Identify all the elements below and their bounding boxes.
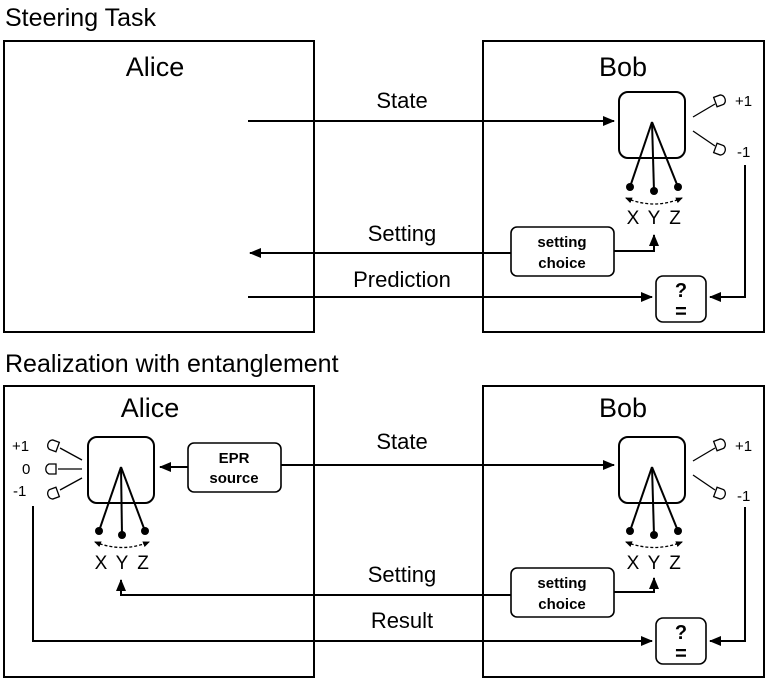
alice-axis-z-label: Z bbox=[137, 553, 149, 574]
comparison-equals: = bbox=[675, 301, 687, 323]
bob-outcome-minus-label: -1 bbox=[737, 488, 750, 505]
bob-detector-minus-wire bbox=[692, 474, 716, 491]
alice-outcome-zero-label: 0 bbox=[22, 461, 30, 478]
comparison-equals: = bbox=[675, 643, 687, 665]
alice-box bbox=[3, 40, 315, 333]
bob-detector-minus-icon bbox=[712, 142, 726, 156]
bob-outcome-plus-label: +1 bbox=[735, 93, 752, 110]
steering-task-panel: Steering Task Alice Bob State X Y Z + bbox=[3, 4, 765, 333]
bob-comparison-box bbox=[655, 275, 707, 323]
epr-source-line1: EPR bbox=[219, 450, 250, 467]
result-label: Result bbox=[371, 608, 433, 633]
bob-axis-y-label: Y bbox=[648, 208, 661, 229]
bob-detector-plus-wire bbox=[692, 103, 716, 118]
bob-setting-dot-x bbox=[626, 183, 634, 191]
bob-axis-x-label: X bbox=[627, 553, 640, 574]
bob-comparison-box bbox=[655, 617, 707, 665]
bob-axis-z-label: Z bbox=[669, 553, 681, 574]
bob-detector-minus-icon bbox=[712, 486, 726, 500]
setting-label: Setting bbox=[368, 221, 437, 246]
comparison-question-mark: ? bbox=[675, 622, 687, 644]
realization-title: Realization with entanglement bbox=[5, 350, 339, 378]
alice-setting-dot-z bbox=[141, 527, 149, 535]
alice-axis-y-label: Y bbox=[116, 553, 129, 574]
bob-detector-minus-wire bbox=[692, 130, 716, 147]
alice-box bbox=[3, 385, 315, 678]
epr-source-line2: source bbox=[209, 470, 258, 487]
alice-label: Alice bbox=[126, 52, 185, 82]
comparison-question-mark: ? bbox=[675, 280, 687, 302]
setting-arrow bbox=[116, 579, 511, 596]
bob-setting-dial bbox=[625, 197, 683, 205]
bob-setting-choice-line2: choice bbox=[538, 255, 586, 272]
alice-outcome-plus-label: +1 bbox=[12, 438, 29, 455]
bob-setting-dot-y bbox=[650, 187, 658, 195]
steering-task-title: Steering Task bbox=[5, 4, 157, 32]
bob-setting-dot-z bbox=[674, 183, 682, 191]
bob-measurement-needles bbox=[629, 121, 679, 192]
alice-detector-plus-icon bbox=[47, 439, 61, 453]
bob-box bbox=[482, 40, 765, 333]
bob-setting-choice-line2: choice bbox=[538, 596, 586, 613]
alice-setting-dial bbox=[94, 541, 150, 549]
setting-choice-to-device-arrow bbox=[614, 577, 659, 593]
bob-detector-plus-icon bbox=[712, 438, 726, 452]
alice-detector-plus-wire bbox=[59, 447, 83, 461]
alice-outcome-minus-label: -1 bbox=[13, 483, 26, 500]
bob-outcome-to-comparison-arrow bbox=[709, 507, 746, 646]
alice-measurement-needles bbox=[98, 466, 146, 536]
bob-outcome-plus-label: +1 bbox=[735, 438, 752, 455]
result-arrow bbox=[32, 506, 653, 646]
bob-detector-plus-icon bbox=[712, 94, 726, 108]
alice-detector-minus-wire bbox=[59, 477, 83, 491]
alice-detector-minus-icon bbox=[47, 486, 61, 500]
state-label: State bbox=[376, 88, 427, 113]
prediction-label: Prediction bbox=[353, 267, 451, 292]
bob-outcome-to-comparison-arrow bbox=[709, 165, 746, 302]
bob-setting-choice-line1: setting bbox=[537, 575, 586, 592]
bob-detector-plus-wire bbox=[692, 447, 716, 462]
alice-detector-zero-icon bbox=[45, 463, 57, 475]
state-label: State bbox=[376, 429, 427, 454]
realization-panel: Realization with entanglement Alice Bob … bbox=[3, 350, 765, 678]
bob-setting-dot-y bbox=[650, 531, 658, 539]
bob-axis-z-label: Z bbox=[669, 208, 681, 229]
bob-axis-x-label: X bbox=[627, 208, 640, 229]
bob-setting-dial bbox=[625, 541, 683, 549]
alice-axis-x-label: X bbox=[95, 553, 108, 574]
alice-setting-dot-y bbox=[118, 531, 126, 539]
bob-setting-choice-line1: setting bbox=[537, 234, 586, 251]
bob-label: Bob bbox=[599, 393, 647, 423]
bob-axis-y-label: Y bbox=[648, 553, 661, 574]
bob-setting-dot-z bbox=[674, 527, 682, 535]
bob-label: Bob bbox=[599, 52, 647, 82]
alice-label: Alice bbox=[121, 393, 180, 423]
bob-outcome-minus-label: -1 bbox=[737, 144, 750, 161]
alice-setting-dot-x bbox=[95, 527, 103, 535]
bob-setting-dot-x bbox=[626, 527, 634, 535]
bob-box bbox=[482, 385, 765, 678]
setting-label: Setting bbox=[368, 562, 437, 587]
bob-measurement-needles bbox=[629, 466, 679, 536]
setting-choice-to-device-arrow bbox=[614, 234, 659, 252]
